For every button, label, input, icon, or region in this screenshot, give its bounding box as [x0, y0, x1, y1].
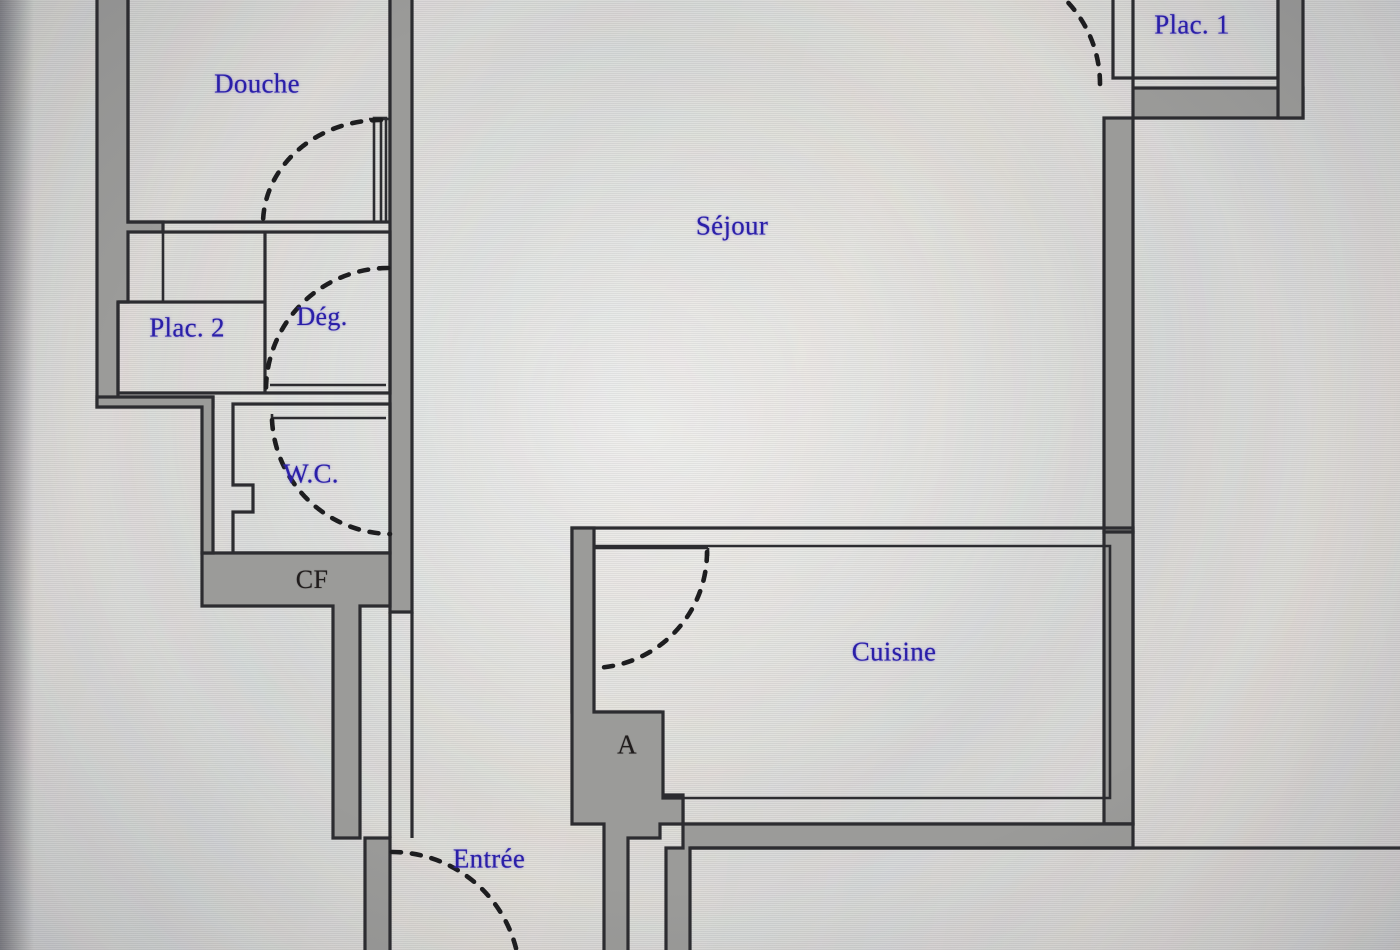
wall-plac1-right-outer	[1276, 0, 1305, 120]
wall-left-spine	[95, 0, 215, 409]
door-cuisine-swing-arc	[588, 549, 710, 671]
wall-douche	[126, 0, 392, 224]
door-entree-swing-arc	[389, 849, 519, 950]
wall-sejour-right-lower	[1102, 530, 1135, 826]
plac2-outline	[116, 230, 265, 393]
wall-central-vertical	[388, 0, 414, 614]
wall-plac1-and-right	[1102, 0, 1305, 534]
door-plac1-swing-arc	[1062, 0, 1103, 87]
wall-central-vertical-segment-b	[388, 612, 414, 838]
wall-central-vertical-lower	[363, 836, 392, 950]
wall-plac1-inner	[1111, 0, 1280, 80]
wall-left-lower-stub	[95, 395, 215, 555]
wall-plac2-deg-outline	[116, 230, 392, 395]
door-douche-swing-arc	[260, 117, 384, 227]
wall-entree-lower	[664, 822, 1135, 950]
door-wc-swing-arc	[269, 417, 393, 537]
wall-cf-block	[200, 551, 392, 840]
wall-cuisine-left-niche	[570, 526, 685, 950]
wall-wc-outline	[231, 402, 392, 555]
door-deg-swing-arc	[263, 265, 391, 393]
cuisine-inner-outline	[592, 544, 1112, 800]
